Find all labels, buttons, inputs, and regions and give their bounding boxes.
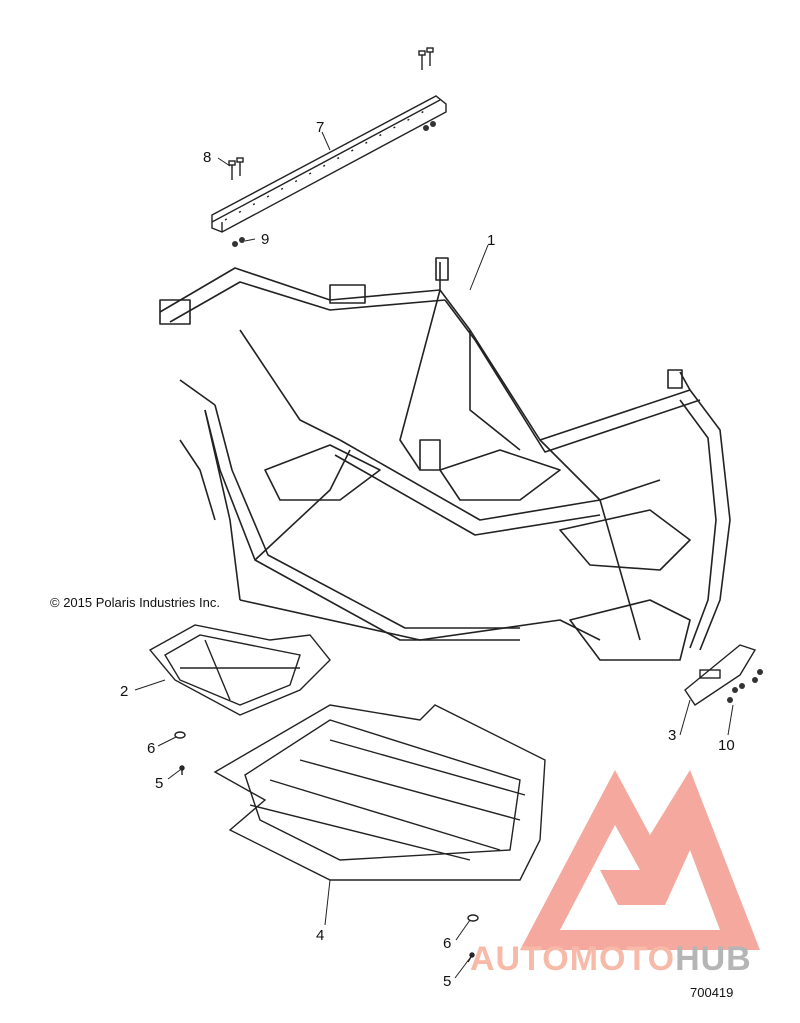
diagram-id: 700419 <box>690 985 734 1000</box>
copyright-notice: © 2015 Polaris Industries Inc. <box>50 595 220 610</box>
callout-9: 9 <box>261 231 269 248</box>
leader-lines <box>134 131 734 979</box>
callout-7: 7 <box>316 119 324 136</box>
callout-10: 10 <box>718 737 735 754</box>
watermark-text: AUTOMOTOHUB <box>470 940 752 979</box>
crossbar-part-7 <box>211 95 447 233</box>
callout-6a: 6 <box>147 740 155 757</box>
skid-plate-part-4 <box>213 704 546 881</box>
fasteners-part-10 <box>727 669 763 703</box>
callout-5a: 5 <box>155 775 163 792</box>
watermark-text-part2: HUB <box>675 940 752 978</box>
clips-part-5 <box>179 765 475 963</box>
callout-4: 4 <box>316 927 324 944</box>
washers-part-6 <box>174 731 479 922</box>
callout-1: 1 <box>487 232 495 249</box>
callout-2: 2 <box>120 683 128 700</box>
callout-8: 8 <box>203 149 211 166</box>
watermark-logo <box>520 770 760 950</box>
bracket-part-3 <box>684 644 757 706</box>
main-frame-part-1 <box>159 257 731 661</box>
nuts-part-9 <box>232 121 436 247</box>
callout-5b: 5 <box>443 973 451 990</box>
bolts-part-8 <box>228 47 434 180</box>
callout-3: 3 <box>668 727 676 744</box>
callout-6b: 6 <box>443 935 451 952</box>
watermark-text-part1: AUTOMOTO <box>470 940 676 978</box>
skid-plate-part-2 <box>148 624 331 716</box>
